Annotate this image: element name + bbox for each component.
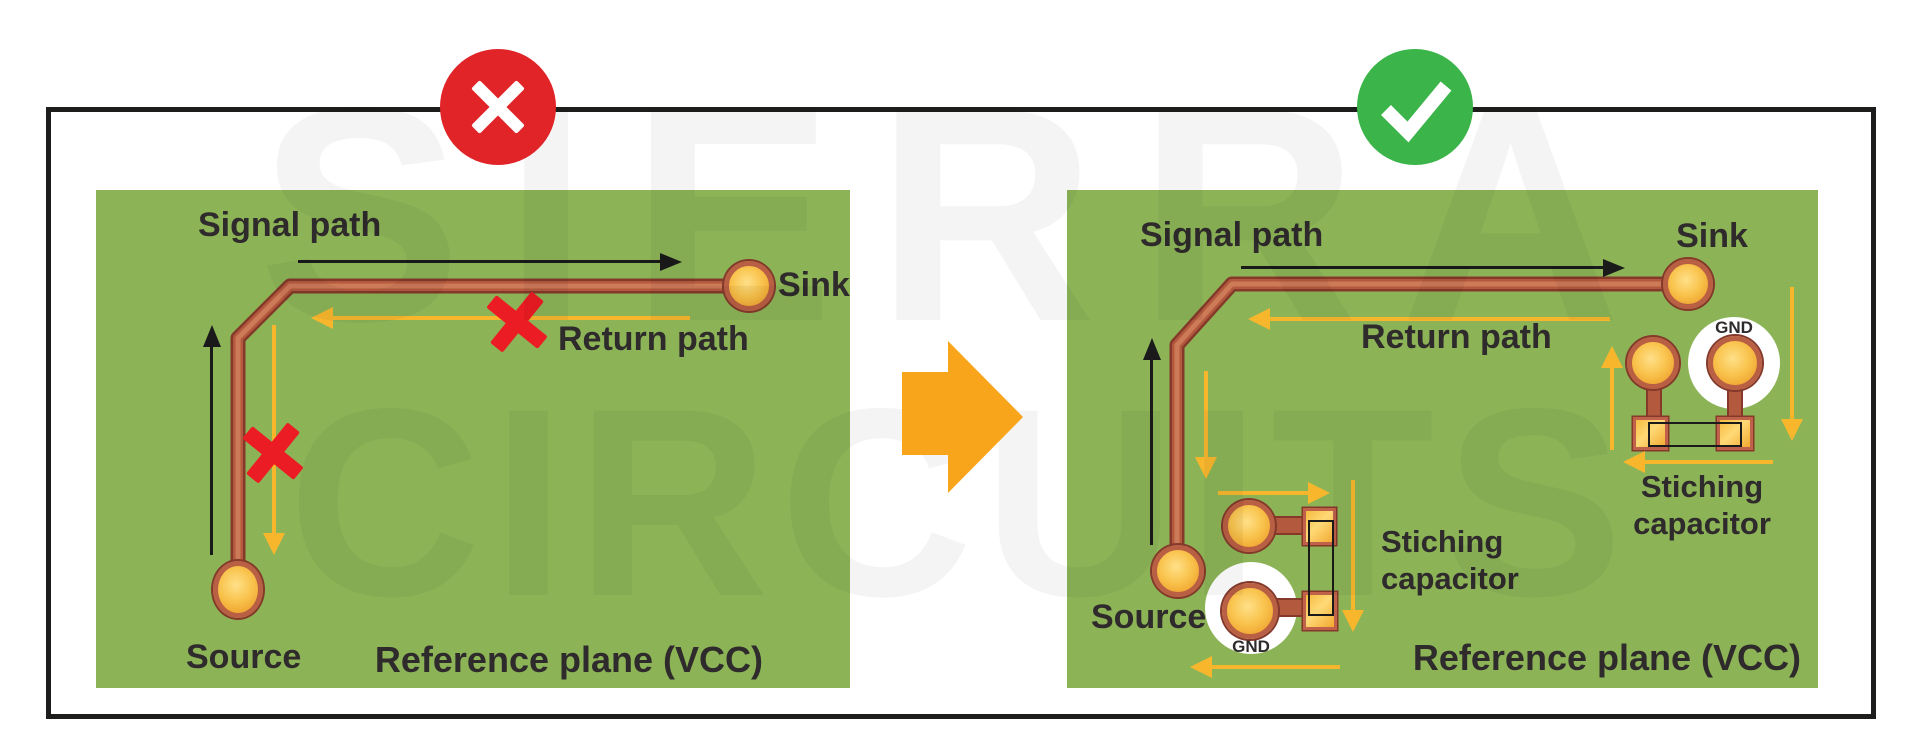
transition-arrow-body (902, 372, 948, 455)
copper-trace (1169, 276, 1696, 579)
return-route-cap-down-arrow (1351, 480, 1355, 612)
blocked-return-x-icon (238, 418, 308, 488)
return-route-cap-down-arrowhead-icon (1342, 610, 1364, 632)
source-pad (1152, 545, 1204, 597)
signal-path-arrowhead-icon (1603, 259, 1625, 277)
signal-path-arrow (1241, 266, 1607, 269)
capacitor-stub (1278, 600, 1305, 615)
return-route-cap-down-arrowhead-icon (1781, 419, 1803, 441)
return-path-arrowhead-icon (311, 307, 333, 329)
source-up-arrow (1150, 356, 1153, 545)
return-path-arrowhead-icon (1248, 308, 1270, 330)
stitching-capacitor-label-line1: Stiching (1640, 469, 1764, 504)
source-pad (213, 561, 263, 618)
return-route-left-arrow (1208, 665, 1340, 669)
signal-path-arrow (298, 260, 664, 263)
sink-label: Sink (778, 266, 850, 304)
return-route-down-arrow (1204, 371, 1208, 459)
sink-pad (724, 261, 774, 311)
stitching-capacitor-label-line2: capacitor (1381, 561, 1519, 596)
gnd-label: GND (1715, 318, 1753, 337)
left-board-panel-incorrect: Signal path Return path Sink Source Refe… (96, 190, 850, 688)
reference-plane-label: Reference plane (VCC) (1412, 637, 1801, 678)
reference-plane-label: Reference plane (VCC) (374, 639, 763, 680)
stitching-capacitor-label-line1: Stiching (1381, 524, 1504, 559)
correct-badge-check-icon (1357, 49, 1473, 165)
diagram-frame (46, 107, 1876, 719)
right-board-panel-correct: Signal path Return path GND Stiching cap… (1067, 190, 1818, 688)
via-pad (1627, 337, 1679, 389)
stitching-capacitor-outline (1308, 520, 1334, 616)
source-label: Source (186, 638, 302, 676)
signal-path-label: Signal path (1140, 216, 1324, 254)
return-route-left-arrow (1641, 460, 1773, 464)
capacitor-stub (1729, 388, 1741, 419)
return-route-left-arrowhead-icon (1623, 451, 1645, 473)
stitching-capacitor-label-line2: capacitor (1633, 506, 1771, 541)
capacitor-stub (1275, 518, 1307, 533)
source-label: Source (1091, 598, 1207, 636)
return-route-right-arrowhead-icon (1308, 482, 1330, 504)
return-route-left-arrowhead-icon (1190, 656, 1212, 678)
stitching-capacitor-label: Stiching capacitor (1381, 523, 1519, 597)
return-route-right-arrow (1218, 491, 1310, 495)
gnd-label: GND (1232, 637, 1270, 656)
blocked-return-x-icon (482, 287, 552, 357)
signal-path-arrowhead-icon (660, 253, 682, 271)
stitching-capacitor-label: Stiching capacitor (1587, 468, 1817, 542)
source-up-arrowhead-icon (1143, 338, 1161, 360)
return-route-cap-up-arrow (1610, 366, 1614, 450)
gnd-pad (1222, 583, 1278, 639)
return-path-arrow (1266, 317, 1610, 321)
check-icon (1357, 49, 1473, 165)
return-path-label: Return path (558, 320, 749, 358)
copper-trace (230, 278, 757, 597)
wrong-badge-x-icon (440, 49, 556, 165)
capacitor-pad (1303, 592, 1337, 630)
via-pad (1223, 500, 1275, 552)
return-path-down-arrowhead-icon (263, 533, 285, 555)
source-up-arrow (210, 343, 213, 555)
capacitor-stub (1648, 388, 1660, 419)
return-route-down-arrowhead-icon (1195, 457, 1217, 479)
transition-arrow-head (948, 341, 1023, 493)
return-route-cap-down-arrow (1790, 287, 1794, 421)
signal-path-label: Signal path (198, 206, 382, 244)
stitching-capacitor-outline (1648, 422, 1742, 447)
source-up-arrowhead-icon (203, 325, 221, 347)
sink-label: Sink (1676, 217, 1748, 255)
return-path-label: Return path (1361, 318, 1552, 356)
return-route-cap-up-arrowhead-icon (1601, 346, 1623, 368)
sink-pad (1663, 259, 1713, 309)
gnd-pad (1708, 336, 1762, 390)
